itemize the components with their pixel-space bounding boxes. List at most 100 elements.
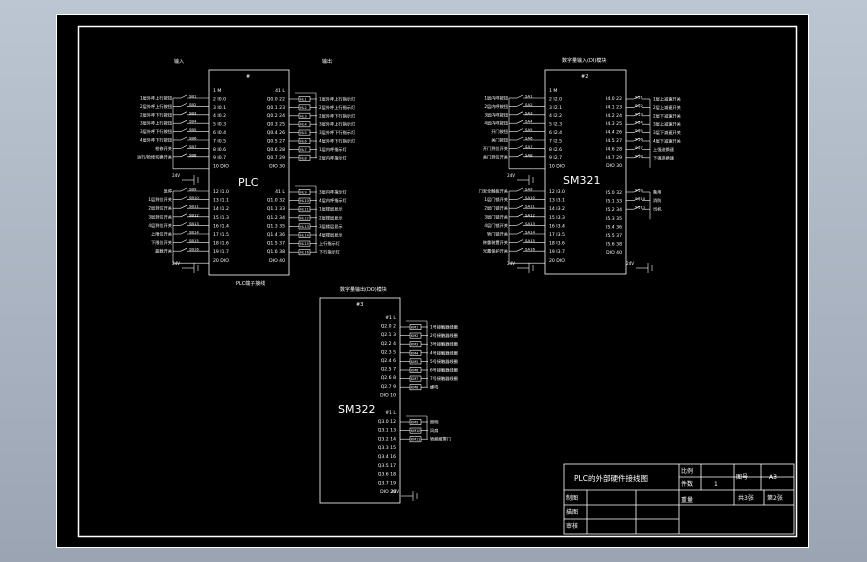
plc-bottom-input-contact — [180, 222, 188, 226]
sm322-top-output-tag: KM5 — [411, 360, 418, 364]
sm321-bottom-input-contact — [516, 239, 524, 243]
sm321-left-pin: 20 DIO — [549, 258, 565, 264]
sm322-pin: DIO 20 — [380, 489, 396, 495]
plc-left-pin: 14 I1.2 — [213, 206, 229, 212]
sm321-right-top-label: 1层上减速开关 — [653, 96, 681, 103]
plc-left-pin: 15 I1.3 — [213, 215, 229, 221]
sm321-right-bottom-tag: SQ9 — [635, 188, 643, 193]
plc-right-pin: 41 L — [275, 88, 285, 94]
sm321-left-pin: 10 DIO — [549, 164, 565, 170]
sm321-module-box — [544, 69, 627, 275]
plc-top-input-tag: SB7 — [189, 144, 197, 149]
plc-bottom-output-tag: HL14 — [300, 234, 309, 238]
sm321-top-input-label: 1层内呼按钮 — [484, 95, 508, 102]
sm321-left-pin: 16 I3.4 — [549, 223, 565, 229]
sm322-top-output-tag: KM6 — [411, 369, 418, 373]
sm321-right-bottom-label: 消防 — [653, 197, 661, 204]
plc-bottom-input-contact — [180, 230, 188, 235]
sm321-right-top-tag: SQ6 — [635, 137, 643, 142]
sm321-left-pin: 7 I2.5 — [549, 138, 562, 144]
sm321-bottom-input-label: 门安全触板开关 — [479, 188, 508, 195]
plc-right-pin: 41 L — [275, 189, 285, 195]
plc-bottom-input-tag: SB13 — [189, 221, 199, 226]
sm321-right-bottom-tag: SQ10 — [635, 196, 646, 201]
sm321-right-top-tag: SQ3 — [635, 111, 643, 116]
inner-border — [77, 25, 798, 538]
title-block — [563, 463, 795, 535]
plc-top-input-contact — [180, 145, 188, 149]
plc-bottom-output-tag: HL10 — [300, 199, 309, 203]
sm321-right-top-tag: SQ2 — [635, 103, 643, 108]
sm321-right-pin: I4.4 26 — [606, 130, 622, 136]
plc-bottom-input-tag: SB11 — [189, 204, 199, 209]
plc-left-pin: 7 I0.5 — [213, 138, 226, 144]
sm321-right-pin: DIO 40 — [606, 250, 622, 256]
plc-bottom-input-label: 1层到位开关 — [148, 196, 172, 203]
plc-left-pin: 8 I0.6 — [213, 147, 226, 153]
plc-top-output-label: 2层外呼上行指示灯 — [319, 104, 356, 111]
qty-value: 1 — [714, 481, 718, 488]
sm321-left-pin: 4 I2.2 — [549, 113, 562, 119]
sm321-right-top-tag: SQ4 — [635, 120, 643, 125]
plc-top-output-tag: HL5 — [300, 131, 307, 135]
plc-top-output-tag: HL2 — [300, 106, 307, 110]
plc-left-pin: 5 I0.3 — [213, 122, 226, 128]
sm321-left-pin: 12 I3.0 — [549, 189, 565, 195]
sm321-header: 数字量输入(DI)模块 — [562, 57, 606, 64]
sm321-bottom-input-tag: SA9 — [525, 187, 533, 192]
plc-top-output-tag: HL7 — [300, 148, 307, 152]
sm322-bottom-output-tag: KM9 — [411, 421, 418, 425]
sm321-left-pin: 2 I2.0 — [549, 96, 562, 102]
sm322-name: SM322 — [338, 403, 375, 416]
sm321-right-pin: I4.6 28 — [606, 146, 622, 152]
sm321-left-pin: 1 M — [549, 88, 557, 94]
drawing-no-value: A3 — [769, 474, 777, 481]
plc-bottom-input-contact — [180, 187, 188, 192]
plc-bottom-input-tag: SB14 — [189, 230, 199, 235]
plc-bottom-input-label: 下限位开关 — [151, 239, 172, 246]
sm321-top-input-contact — [516, 136, 524, 141]
sm321-left-pin: 5 I2.3 — [549, 122, 562, 128]
plc-left-pin: 4 I0.2 — [213, 113, 226, 119]
sm321-left-pin: 14 I3.2 — [549, 206, 565, 212]
plc-top-output-label: 4层外呼下行指示灯 — [319, 138, 356, 145]
sm321-right-top-contact — [633, 154, 641, 159]
plc-bottom-input-label: 超载开关 — [155, 248, 172, 255]
plc-left-pin: 2 I0.0 — [213, 96, 226, 102]
plc-bottom-input-tag: SB15 — [189, 238, 199, 243]
sm322-bottom-output-tag: KM10 — [411, 429, 420, 433]
plc-top-input-contact — [180, 153, 188, 158]
plc-top-output-tag: HL3 — [300, 114, 307, 118]
plc-bottom-output-label: 4层内呼指示灯 — [319, 197, 348, 204]
sm322-pin: #1 L — [385, 410, 396, 416]
plc-bottom-input-contact — [180, 204, 188, 209]
plc-bottom-input-tag: SB9 — [189, 187, 197, 192]
plc-right-pin: Q1.5 37 — [267, 241, 285, 247]
plc-left-pin: 18 I1.6 — [213, 241, 229, 247]
sm322-power-label: 24V — [391, 489, 399, 494]
plc-top-output-label: 2层外呼下行指示灯 — [319, 112, 356, 119]
sm321-top-input-label: 3层内呼按钮 — [484, 111, 508, 118]
plc-right-pin: Q0.4 26 — [267, 130, 285, 136]
plc-top-output-label: 3层外呼上行指示灯 — [319, 121, 356, 128]
plc-top-input-label: 1层外呼上行按钮 — [140, 95, 172, 102]
sm321-top-input-tag: SA5 — [525, 127, 533, 132]
sm322-pin: Q2.0 2 — [381, 324, 396, 330]
plc-left-pin: 17 I1.5 — [213, 232, 229, 238]
plc-top-input-tag: SB2 — [189, 102, 197, 107]
plc-right-pin: Q0.5 27 — [267, 138, 285, 144]
wiring-diagram: 输入 输出 # PLC 1 M2 I0.03 I0.14 I0.25 I0.36… — [56, 14, 809, 548]
sm321-left-pin: 8 I2.6 — [549, 147, 562, 153]
plc-module-id: # — [246, 74, 250, 80]
plc-top-output-label: 1层内呼指示灯 — [319, 146, 348, 153]
sm321-top-input-tag: SA8 — [525, 152, 533, 157]
review-label: 审核 — [566, 522, 578, 530]
sheet-count: 共3张 — [738, 494, 754, 502]
sm321-top-input-tag: SA2 — [525, 102, 533, 107]
sm321-left-pin: 15 I3.3 — [549, 215, 565, 221]
sm321-right-top-contact — [633, 137, 641, 142]
plc-bottom-input-label: 4层到位开关 — [148, 222, 172, 229]
sm321-right-pin: I5.1 33 — [606, 199, 622, 205]
sm322-pin: Q2.5 7 — [381, 367, 396, 373]
plc-bottom-output-label: 1层楼层显示 — [319, 206, 343, 213]
